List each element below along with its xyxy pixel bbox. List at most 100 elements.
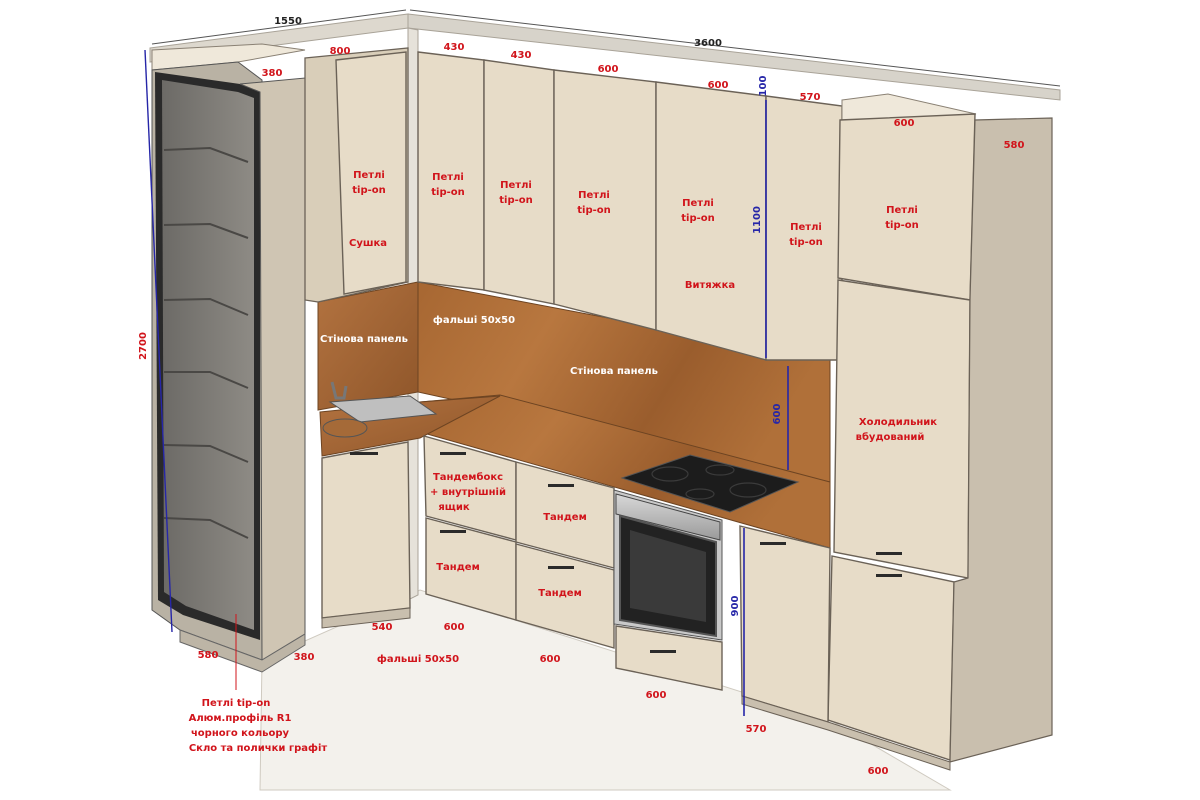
svg-text:tip-on: tip-on [885, 220, 919, 231]
dim-900: 900 [730, 596, 741, 617]
hob[interactable] [620, 454, 800, 513]
base-right-cabinet[interactable] [739, 525, 831, 723]
label-tandem-1: Тандем [436, 562, 480, 573]
svg-text:Петлі: Петлі [500, 180, 532, 191]
plinth [321, 607, 411, 629]
dim-2700: 2700 [138, 332, 149, 360]
svg-text:Холодильник: Холодильник [859, 417, 937, 428]
backsplash-left [317, 281, 419, 411]
handle-base-left [350, 452, 378, 455]
sink-bowl [322, 418, 368, 438]
label-dryer: Сушка [349, 238, 387, 249]
label-fridge: Холодильник вбудований [856, 417, 938, 443]
glass-unit-top [151, 43, 306, 71]
dim-800: 800 [330, 46, 351, 57]
label-upper-5: Петлі tip-on [789, 222, 823, 248]
upper-cabinet-1[interactable] [417, 51, 485, 291]
svg-text:Петлі: Петлі [432, 172, 464, 183]
dim-line-2700 [144, 49, 173, 633]
glass-unit-glass [162, 80, 254, 630]
handle-tandembox [440, 452, 466, 455]
svg-text:вбудований: вбудований [856, 431, 925, 443]
dim-580-right: 580 [1004, 140, 1025, 151]
dim-600-b1: 600 [444, 622, 465, 633]
svg-text:Петлі: Петлі [353, 170, 385, 181]
svg-text:Тандембокс: Тандембокс [433, 471, 503, 483]
label-upper-2: Петлі tip-on [499, 180, 533, 206]
dim-1100: 1100 [752, 206, 763, 234]
svg-text:Алюм.профіль R1: Алюм.профіль R1 [189, 712, 292, 724]
label-upper-left: Петлі tip-on [352, 170, 386, 196]
plinth-right [741, 695, 951, 771]
handle-base-right [760, 542, 786, 545]
dim-430-a: 430 [444, 42, 465, 53]
label-tandem-2: Тандем [543, 512, 587, 523]
dim-570-top: 570 [800, 92, 821, 103]
dim-600-fridge: 600 [894, 118, 915, 129]
svg-text:Петлі: Петлі [682, 198, 714, 209]
right-side-panel [949, 117, 1053, 763]
label-tandembox: Тандембокс + внутрішній ящик [430, 471, 506, 513]
label-upper-1: Петлі tip-on [431, 172, 465, 198]
dim-3600: 3600 [694, 38, 722, 49]
dim-600-b: 600 [708, 80, 729, 91]
label-rebate-bottom: фальші 50х50 [377, 653, 459, 665]
label-tandem-3: Тандем [538, 588, 582, 599]
label-wall-panel-center: Стінова панель [570, 366, 658, 377]
label-wall-panel-left: Стінова панель [320, 334, 408, 345]
label-upper-3: Петлі tip-on [577, 190, 611, 216]
dim-580-bottom: 580 [198, 650, 219, 661]
dim-540: 540 [372, 622, 393, 633]
svg-text:Петлі: Петлі [886, 205, 918, 216]
drawer-under-oven[interactable] [615, 625, 723, 691]
handle-tandem-3 [548, 566, 574, 569]
label-upper-4: Петлі tip-on [681, 198, 715, 224]
drawer-tandem-3[interactable] [515, 543, 615, 649]
faucet-icon [330, 381, 348, 400]
base-left-cabinet[interactable] [321, 441, 411, 619]
dim-600-b2: 600 [540, 654, 561, 665]
dim-430-b: 430 [511, 50, 532, 61]
svg-text:Петлі: Петлі [578, 190, 610, 201]
dim-line-3600 [409, 9, 1061, 87]
handle-tandem-1 [440, 530, 466, 533]
dim-600-splash: 600 [772, 404, 783, 425]
dim-380-top: 380 [262, 68, 283, 79]
svg-text:чорного кольору: чорного кольору [191, 728, 290, 739]
handle-fridge [876, 552, 902, 555]
label-fridge-upper: Петлі tip-on [885, 205, 919, 231]
hob-burners [651, 464, 767, 500]
oven-panel [615, 493, 721, 541]
handle-under-oven [650, 650, 676, 653]
svg-text:Петлі: Петлі [790, 222, 822, 233]
dim-570-bottom: 570 [746, 724, 767, 735]
dim-600-b3: 600 [646, 690, 667, 701]
sink[interactable] [328, 395, 438, 423]
svg-text:tip-on: tip-on [499, 195, 533, 206]
oven-window [630, 530, 706, 622]
svg-text:+ внутрішній: + внутрішній [430, 487, 506, 498]
note-glass-unit: Петлі tip-on Алюм.профіль R1 чорного кол… [189, 698, 328, 754]
handle-fridge-lower [876, 574, 902, 577]
dim-line-1550 [151, 9, 407, 45]
label-rebate-top: фальші 50х50 [433, 314, 515, 326]
svg-text:tip-on: tip-on [577, 205, 611, 216]
svg-text:tip-on: tip-on [789, 237, 823, 248]
dim-100: 100 [758, 76, 769, 97]
svg-text:tip-on: tip-on [352, 185, 386, 196]
dim-600-a: 600 [598, 64, 619, 75]
label-hood: Витяжка [685, 280, 735, 291]
glass-unit-base [179, 629, 306, 673]
dim-380-bottom: 380 [294, 652, 315, 663]
svg-text:tip-on: tip-on [681, 213, 715, 224]
svg-text:ящик: ящик [438, 502, 469, 513]
handle-tandem-2 [548, 484, 574, 487]
upper-left-door[interactable] [335, 51, 407, 295]
svg-text:Петлі tip-on: Петлі tip-on [202, 698, 271, 709]
svg-text:tip-on: tip-on [431, 187, 465, 198]
fridge-door[interactable] [833, 279, 971, 579]
ceiling-right [407, 13, 1061, 101]
svg-text:Скло та полички графіт: Скло та полички графіт [189, 742, 328, 754]
dim-600-bottom-right: 600 [868, 766, 889, 777]
